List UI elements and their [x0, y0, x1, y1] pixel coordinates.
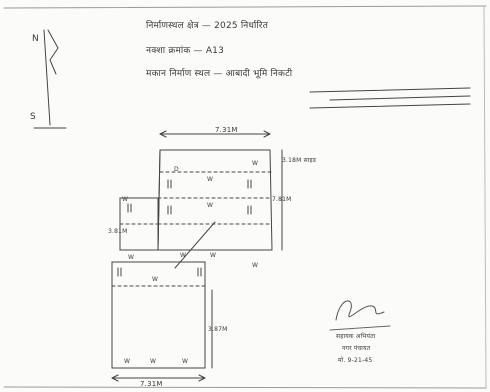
compass-north: N	[32, 34, 39, 44]
header-line-2: नक्शा क्रमांक — A13	[146, 46, 225, 56]
room-mark: W	[207, 176, 214, 183]
room-mark: W	[152, 276, 159, 283]
room-mark: W	[207, 202, 214, 209]
compass-south: S	[30, 112, 36, 122]
compass-arrow	[47, 29, 59, 75]
room-mark: W	[180, 252, 187, 259]
room-mark: W	[252, 262, 259, 269]
lower-height-label: 3.87M	[208, 326, 228, 333]
signature-line-3: मो. 9-21-45	[338, 357, 373, 364]
door-mark: D	[174, 166, 179, 173]
signature-stroke	[335, 300, 385, 321]
bottom-width-label: 7.31M	[140, 380, 163, 388]
top-right-note: 3.18M साइड	[282, 157, 317, 164]
room-mark: W	[122, 196, 129, 203]
signature-line-2: नगर पंचायत	[342, 345, 371, 352]
right-height-label: 7.81M	[272, 196, 292, 203]
top-width-label: 7.31M	[215, 126, 238, 134]
signature-line-1: सहायक अभियंता	[336, 333, 376, 340]
header-line-1: निर्माणस्थल क्षेत्र — 2025 निर्धारित	[146, 21, 269, 31]
header-line-3: मकान निर्माण स्थल — आबादी भूमि निकटी	[146, 69, 293, 79]
room-mark: W	[128, 254, 135, 261]
room-mark: W	[182, 358, 189, 365]
room-mark: W	[150, 358, 157, 365]
room-mark: W	[124, 358, 131, 365]
left-height-label: 3.81M	[108, 228, 128, 235]
compass-line	[43, 29, 51, 126]
room-mark: W	[252, 160, 259, 167]
room-mark: W	[210, 252, 217, 259]
